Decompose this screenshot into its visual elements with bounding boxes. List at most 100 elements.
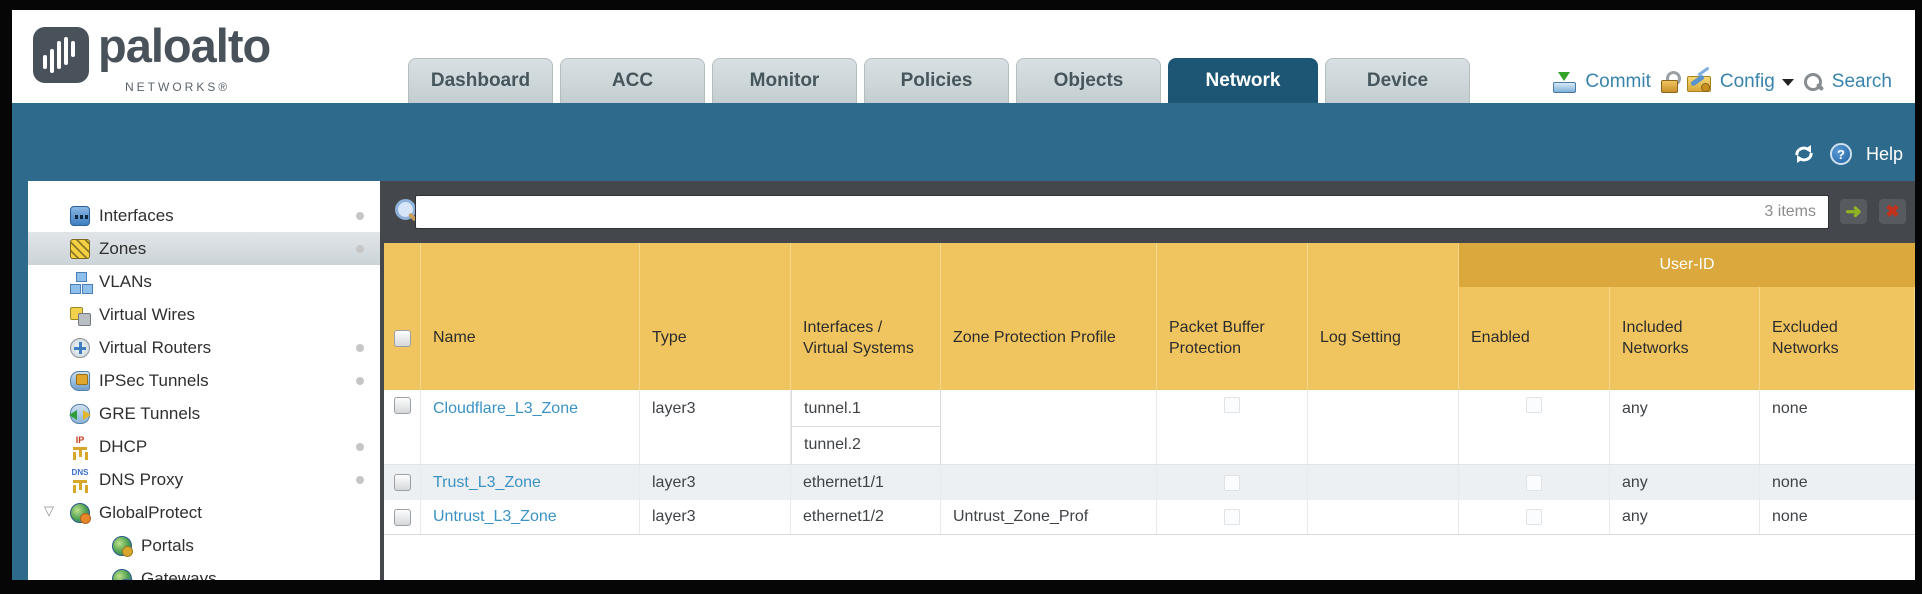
tab-network[interactable]: Network <box>1168 58 1318 103</box>
user-id-enabled-checkbox[interactable] <box>1526 509 1542 525</box>
name-cell: Untrust_L3_Zone <box>421 500 640 534</box>
log-setting-cell <box>1308 500 1459 534</box>
config-icon-folder <box>1686 75 1711 92</box>
brand-name: paloalto <box>98 19 271 72</box>
help-icon-glyph: ? <box>1836 146 1845 162</box>
user-id-enabled-checkbox[interactable] <box>1526 474 1542 491</box>
sidebar-item-virtual-routers[interactable]: Virtual Routers <box>28 331 380 364</box>
column-header-enabled[interactable]: Enabled <box>1459 243 1610 390</box>
config-button[interactable]: Config <box>1719 71 1775 92</box>
column-header-packet-buffer-protection[interactable]: Packet Buffer Protection <box>1157 243 1308 390</box>
zones-table: Name Type Interfaces / Virtual Systems Z… <box>384 243 1915 535</box>
status-dot <box>356 443 364 451</box>
table-row: Trust_L3_Zone layer3 ethernet1/1 any non… <box>384 465 1915 500</box>
included-networks-cell: any <box>1610 500 1760 534</box>
interface-item: tunnel.2 <box>804 436 861 453</box>
sidebar-divider <box>380 181 384 580</box>
user-id-enabled-checkbox[interactable] <box>1526 397 1542 413</box>
interfaces-icon <box>70 205 90 226</box>
interfaces-cell: tunnel.1 tunnel.2 <box>791 390 941 464</box>
paloalto-logo: paloalto NETWORKS® <box>30 19 290 100</box>
top-header: paloalto NETWORKS® Dashboard ACC Monitor… <box>12 10 1915 103</box>
clear-filter-button[interactable]: ✖ <box>1879 199 1906 224</box>
commit-button[interactable]: Commit <box>1585 71 1651 92</box>
column-header-log-setting[interactable]: Log Setting <box>1308 243 1459 390</box>
zone-name-link[interactable]: Trust_L3_Zone <box>433 473 541 491</box>
row-checkbox[interactable] <box>393 397 411 414</box>
column-header-included-networks[interactable]: Included Networks <box>1610 243 1760 390</box>
sidebar-item-gre-tunnels[interactable]: GRE Tunnels <box>28 397 380 430</box>
column-header-name[interactable]: Name <box>421 243 640 390</box>
type-cell: layer3 <box>640 390 791 464</box>
search-button[interactable]: Search <box>1831 71 1892 92</box>
dhcp-icon-label: IP <box>75 434 85 445</box>
sidebar-item-dhcp[interactable]: IP DHCP <box>28 430 380 463</box>
sidebar-item-vlans[interactable]: VLANs <box>28 265 380 298</box>
row-checkbox-cell <box>384 500 421 534</box>
included-networks-cell: any <box>1610 465 1760 500</box>
help-button[interactable]: Help <box>1865 143 1903 164</box>
type-cell: layer3 <box>640 500 791 534</box>
config-icon[interactable] <box>1686 73 1711 92</box>
sidebar-item-zones[interactable]: Zones <box>28 232 380 265</box>
refresh-icon[interactable] <box>1792 144 1816 164</box>
filter-bar: 3 items ➜ ✖ <box>384 181 1915 243</box>
row-checkbox-cell <box>384 465 421 500</box>
search-icon[interactable] <box>1803 72 1823 92</box>
tab-policies[interactable]: Policies <box>864 58 1009 103</box>
zone-name-link[interactable]: Cloudflare_L3_Zone <box>433 400 578 417</box>
commit-icon[interactable] <box>1552 71 1577 93</box>
sidebar-item-interfaces[interactable]: Interfaces <box>28 199 380 232</box>
apply-filter-button[interactable]: ➜ <box>1840 199 1867 224</box>
column-header-type[interactable]: Type <box>640 243 791 390</box>
name-cell: Cloudflare_L3_Zone <box>421 390 640 464</box>
select-all-checkbox[interactable] <box>393 330 411 347</box>
portals-icon <box>112 535 133 557</box>
sidebar-item-globalprotect[interactable]: ▽ GlobalProtect <box>44 502 202 524</box>
packet-buffer-checkbox[interactable] <box>1224 474 1240 491</box>
table-row: Untrust_L3_Zone layer3 ethernet1/2 Untru… <box>384 500 1915 535</box>
status-dot <box>356 344 364 352</box>
packet-buffer-protection-cell <box>1157 465 1308 500</box>
zone-name-link[interactable]: Untrust_L3_Zone <box>433 508 557 525</box>
packet-buffer-checkbox[interactable] <box>1224 397 1240 413</box>
row-checkbox[interactable] <box>393 508 411 526</box>
status-dot <box>356 212 364 220</box>
filter-magnifier-icon <box>393 197 417 223</box>
virtual-routers-icon <box>70 337 90 358</box>
chevron-down-icon[interactable] <box>1781 78 1794 86</box>
tab-acc[interactable]: ACC <box>560 58 705 103</box>
included-networks-cell: any <box>1610 390 1760 464</box>
table-header: Name Type Interfaces / Virtual Systems Z… <box>384 243 1915 390</box>
table-row: Cloudflare_L3_Zone layer3 tunnel.1 tunne… <box>384 390 1915 465</box>
tab-objects[interactable]: Objects <box>1016 58 1161 103</box>
header-utilities: Commit Config Search <box>1552 65 1892 99</box>
band-toolbar: ? Help <box>1792 143 1903 165</box>
row-checkbox[interactable] <box>393 474 411 491</box>
items-count: 3 items <box>1764 203 1816 220</box>
lock-icon[interactable] <box>1660 71 1678 93</box>
sidebar-item-dns-proxy[interactable]: DNS DNS Proxy <box>28 463 380 496</box>
excluded-networks-cell: none <box>1772 400 1808 417</box>
packet-buffer-checkbox[interactable] <box>1224 509 1240 525</box>
expander-icon[interactable]: ▽ <box>44 503 54 518</box>
tab-device[interactable]: Device <box>1325 58 1470 103</box>
column-header-interfaces[interactable]: Interfaces / Virtual Systems <box>791 243 941 390</box>
dns-proxy-icon-label: DNS <box>71 467 89 477</box>
gateways-icon <box>112 568 133 580</box>
status-dot <box>356 245 364 253</box>
sidebar: Interfaces Zones VLANs Virtual Wires Vir… <box>28 183 380 580</box>
sidebar-item-portals[interactable]: Portals <box>28 529 380 562</box>
log-setting-cell <box>1308 465 1459 500</box>
sidebar-item-ipsec-tunnels[interactable]: IPSec Tunnels <box>28 364 380 397</box>
tab-monitor[interactable]: Monitor <box>712 58 857 103</box>
column-header-zone-protection-profile[interactable]: Zone Protection Profile <box>941 243 1157 390</box>
sidebar-item-virtual-wires[interactable]: Virtual Wires <box>28 298 380 331</box>
main-tabs: Dashboard ACC Monitor Policies Objects N… <box>408 58 1477 103</box>
sidebar-item-gateways[interactable]: Gateways <box>28 562 380 580</box>
excluded-networks-cell: none <box>1772 473 1808 491</box>
column-header-excluded-networks[interactable]: Excluded Networks <box>1760 243 1915 390</box>
help-icon[interactable]: ? <box>1829 143 1852 165</box>
tab-dashboard[interactable]: Dashboard <box>408 58 553 103</box>
filter-input[interactable] <box>422 198 1722 226</box>
